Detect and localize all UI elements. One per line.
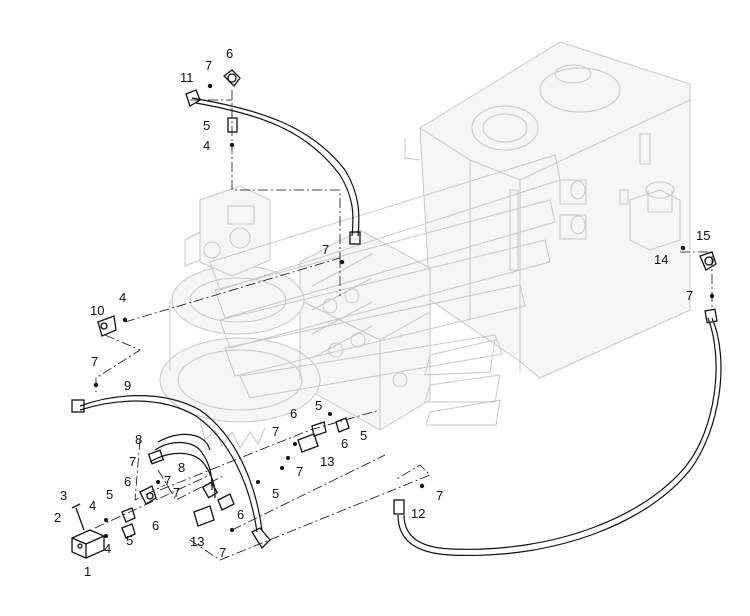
o-ring-7-top: [207, 83, 213, 89]
fitting-group-13-upper: [286, 412, 350, 460]
callout-14: 14: [654, 252, 668, 267]
adapter-11: [185, 89, 201, 107]
callout-labels: 1 2 3 4 4 4 4 5 5 5 5 5 5 6 6 6 6 6 6 7 …: [54, 46, 710, 579]
o-ring-7-lower-a: [293, 442, 297, 446]
o-ring-7-left: [93, 382, 99, 388]
callout-10: 10: [90, 303, 104, 318]
callout-8-a: 8: [135, 432, 142, 447]
callout-2: 2: [54, 510, 61, 525]
callout-6-mid-c: 6: [237, 507, 244, 522]
o-ring-4-left: [122, 317, 128, 323]
callout-6-mid-b: 6: [341, 436, 348, 451]
bolt-3: [71, 503, 85, 531]
callout-4-left: 4: [119, 290, 126, 305]
callout-4-top: 4: [203, 138, 210, 153]
callout-12: 12: [411, 506, 425, 521]
callout-6-bl-a: 6: [124, 474, 131, 489]
hose-11-upper: [191, 97, 361, 245]
callout-6-mid-a: 6: [290, 406, 297, 421]
callout-13-lower: 13: [190, 534, 204, 549]
callout-1: 1: [84, 564, 91, 579]
o-ring-7-lower-b: [230, 528, 234, 532]
elbow-fitting-15: [699, 251, 717, 271]
callout-7-mid-lower: 7: [296, 464, 303, 479]
callout-11: 11: [180, 70, 194, 85]
callout-7-hose8-c: 7: [164, 473, 171, 488]
hose-9: [71, 395, 271, 550]
callout-6-top: 6: [226, 46, 233, 61]
callout-7-mid: 7: [322, 242, 329, 257]
callout-4-bl-upper: 4: [89, 498, 96, 513]
control-valve-ghost: [299, 229, 431, 431]
o-ring-4-top: [229, 142, 235, 148]
callout-9: 9: [124, 378, 131, 393]
callout-7-hose8-a: 7: [129, 454, 136, 469]
elbow-fitting-6-top: [223, 69, 241, 87]
callout-6-bl-b: 6: [152, 518, 159, 533]
o-ring-14: [680, 245, 686, 251]
callout-5-mid-b: 5: [360, 428, 367, 443]
callout-8-b: 8: [178, 460, 185, 475]
adapter-10: [97, 315, 117, 337]
block-1: [71, 529, 105, 559]
o-ring-7-mid: [339, 259, 345, 265]
callout-5-mid-c: 5: [272, 486, 279, 501]
hoses-8: [147, 433, 219, 499]
fitting-group-13-lower: [193, 466, 284, 527]
callout-5-bl-a: 5: [106, 487, 113, 502]
hose-15-right: [393, 308, 722, 557]
callout-5-bl-b: 5: [126, 533, 133, 548]
callout-5-top: 5: [203, 118, 210, 133]
o-ring-7-right: [709, 293, 715, 299]
callout-5-mid-a: 5: [315, 398, 322, 413]
o-ring-7-bottom-right: [419, 483, 425, 489]
leader-bands: [209, 154, 561, 426]
callout-15: 15: [696, 228, 710, 243]
callout-4-bl-lower: 4: [104, 541, 111, 556]
callout-7-right: 7: [686, 288, 693, 303]
callout-7-top: 7: [205, 58, 212, 73]
callout-3: 3: [60, 488, 67, 503]
fitting-group-6-left: [104, 480, 160, 539]
adapter-5-top: [227, 117, 238, 133]
callout-13-upper: 13: [320, 454, 334, 469]
callout-7-hose8-b: 7: [173, 485, 180, 500]
callout-7-bottom-right: 7: [436, 488, 443, 503]
hydraulic-tank-ghost: [404, 41, 691, 379]
swing-motor-ghost: [159, 185, 321, 450]
callout-7-left: 7: [91, 354, 98, 369]
callout-7-bottom: 7: [219, 545, 226, 560]
callout-7-motor: 7: [272, 424, 279, 439]
